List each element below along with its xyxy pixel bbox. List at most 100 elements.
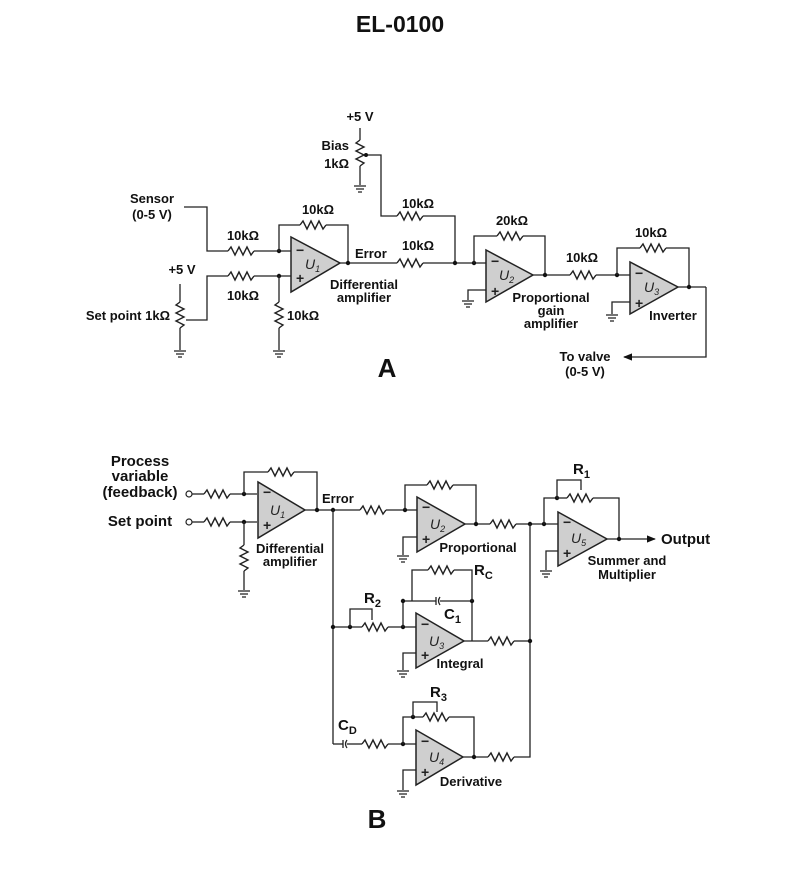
resistor-feedback-u2-label: 20kΩ [496,213,528,228]
resistor-feedback-u3 [639,243,667,253]
minus-sign: − [563,514,571,530]
diff-amp-b-label-2: amplifier [263,554,317,569]
bias-value: 1kΩ [324,156,349,171]
bias-supply-label: +5 V [346,109,373,124]
diff-amp-label-2: amplifier [337,290,391,305]
resistor-input-u3-label: 10kΩ [566,250,598,265]
resistor-ground-label: 10kΩ [287,308,319,323]
op-amp-u2-b [416,495,467,554]
proportional-label: Proportional [439,540,516,555]
op-amp-u1-b [257,480,307,540]
resistor [361,739,389,749]
plus-sign: + [491,283,499,299]
derivative-label: Derivative [440,774,502,789]
bias-label: Bias [322,138,349,153]
diagram-a: +5 V Bias 1kΩ 10kΩ Sensor (0-5 V) 10kΩ +… [86,109,707,383]
to-valve-range: (0-5 V) [565,364,605,379]
resistor [426,480,454,490]
setpoint-label: Set point 1kΩ [86,308,170,323]
ground-icon [173,350,187,358]
resistor [489,519,517,529]
u3-label: U3 [644,279,659,297]
cd-label: CD [338,717,357,737]
resistor-rc [427,565,455,575]
pv-label-2: variable [112,468,169,485]
pot-r2 [361,622,389,632]
c1-label: C1 [444,606,461,626]
diff-amp-b-label: Differential [256,541,324,556]
ground-icon [539,570,553,578]
prop-amp-label-2: gain [538,303,565,318]
ground-icon [272,350,286,358]
bias-pot [355,139,365,167]
setpoint-pot [175,301,185,329]
resistor-error-label: 10kΩ [402,238,434,253]
resistor-feedback-u2 [496,231,524,241]
inverter-label: Inverter [649,308,697,323]
capacitor-c1 [435,596,441,606]
ground-icon [353,185,367,193]
r1-label: R1 [573,461,590,481]
op-amp-u1 [290,235,342,294]
page-title: EL-0100 [356,11,444,37]
resistor-feedback-u1-label: 10kΩ [302,202,334,217]
sensor-range: (0-5 V) [132,207,172,222]
resistor-sensor-label: 10kΩ [227,228,259,243]
ground-icon [396,555,410,563]
resistor-setpoint-input [227,271,255,281]
resistor [359,505,387,515]
pot-r1 [566,493,594,503]
to-valve-label: To valve [559,349,610,364]
resistor-bias-label: 10kΩ [402,196,434,211]
u1-label: U1 [305,256,320,274]
pot-r3 [422,712,450,722]
ground-icon [396,790,410,798]
op-amp-u3 [629,260,680,316]
ground-icon [461,300,475,308]
resistor [487,636,515,646]
prop-amp-label-3: amplifier [524,316,578,331]
ground-icon [237,590,251,598]
minus-sign: − [421,616,429,632]
resistor-bias [396,211,424,221]
resistor-error [396,258,424,268]
resistor-ground [274,301,284,329]
integral-label: Integral [437,656,484,671]
error-label: Error [355,246,387,261]
resistor-sensor-input [227,246,255,256]
diagram-b-label: B [368,804,387,834]
r2-label: R2 [364,590,381,610]
plus-sign: + [263,517,271,533]
resistor [239,544,249,572]
resistor [487,752,515,762]
u1-b-label: U1 [270,502,285,520]
r3-label: R3 [430,684,447,704]
summer-label-2: Multiplier [598,567,656,582]
minus-sign: − [635,265,643,281]
minus-sign: − [296,242,304,258]
resistor [267,467,295,477]
prop-amp-label: Proportional [512,290,589,305]
resistor-input-u3 [569,270,597,280]
diff-amp-label: Differential [330,277,398,292]
ground-icon [605,314,619,322]
error-label-b: Error [322,491,354,506]
output-arrow [623,287,707,361]
minus-sign: − [421,733,429,749]
pv-terminal [185,490,193,498]
plus-sign: + [296,270,304,286]
capacitor-cd [342,739,348,749]
diagram-b: Process variable (feedback) Set point − … [102,453,710,834]
plus-sign: + [422,531,430,547]
u2-b-label: U2 [430,516,445,534]
minus-sign: − [491,253,499,269]
sensor-label: Sensor [130,191,174,206]
plus-sign: + [421,647,429,663]
resistor-feedback-u1 [299,220,327,230]
plus-sign: + [563,545,571,561]
op-amp-u3-b [415,611,466,670]
summer-label: Summer and [588,553,667,568]
diagram-a-label: A [378,353,397,383]
resistor [203,489,231,499]
